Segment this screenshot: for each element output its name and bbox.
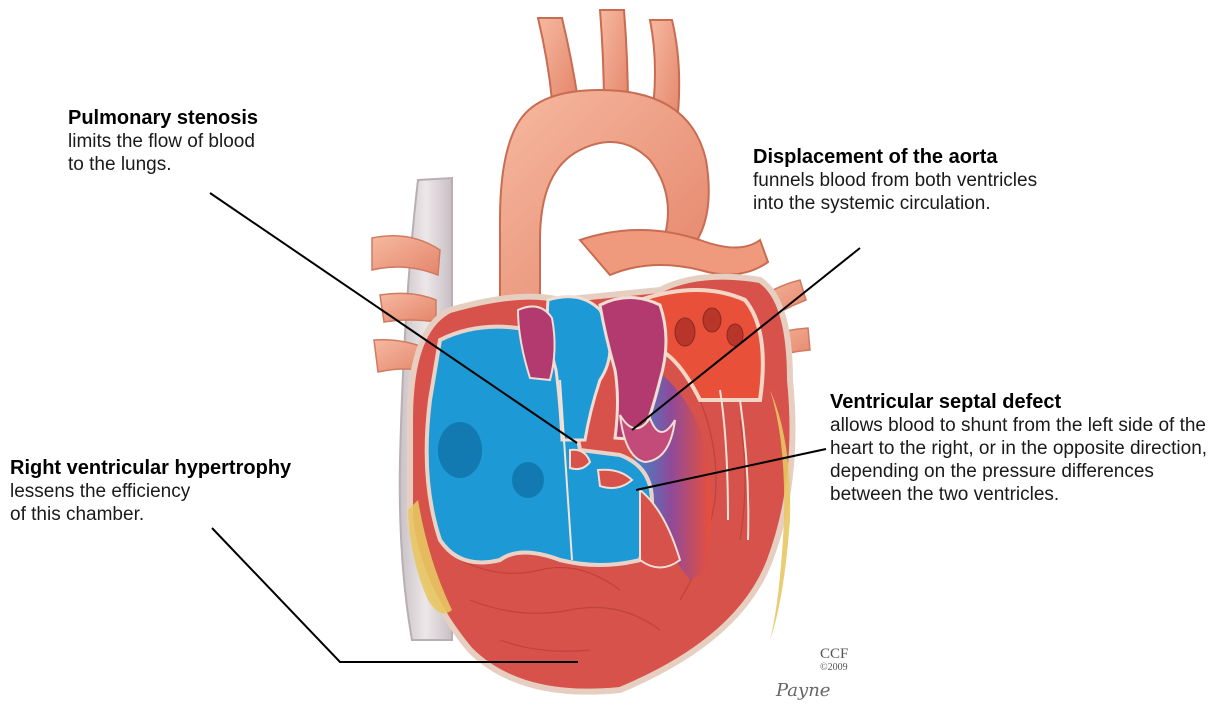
label-title: Displacement of the aorta <box>753 146 1037 169</box>
label-description: allows blood to shunt from the left side… <box>830 414 1226 506</box>
pulmonary-trunk <box>580 230 768 275</box>
label-displacement-of-aorta: Displacement of the aorta funnels blood … <box>753 146 1037 215</box>
label-description: funnels blood from both ventricles into … <box>753 169 1037 215</box>
vena-cava-opening <box>512 462 544 498</box>
label-pulmonary-stenosis: Pulmonary stenosis limits the flow of bl… <box>68 107 258 176</box>
coronary-sinus-opening <box>438 422 482 478</box>
label-ventricular-septal-defect: Ventricular septal defect allows blood t… <box>830 391 1226 506</box>
label-title: Ventricular septal defect <box>830 391 1226 414</box>
label-right-ventricular-hypertrophy: Right ventricular hypertrophy lessens th… <box>10 457 291 526</box>
label-description: limits the flow of blood to the lungs. <box>68 130 258 176</box>
copyright-mark: CCF ©2009 <box>820 647 848 675</box>
label-description: lessens the efficiency of this chamber. <box>10 480 291 526</box>
copyright-org: CCF <box>820 646 848 662</box>
copyright-year: ©2009 <box>820 661 848 675</box>
artist-signature: Payne <box>776 680 830 701</box>
label-title: Right ventricular hypertrophy <box>10 457 291 480</box>
label-title: Pulmonary stenosis <box>68 107 258 130</box>
